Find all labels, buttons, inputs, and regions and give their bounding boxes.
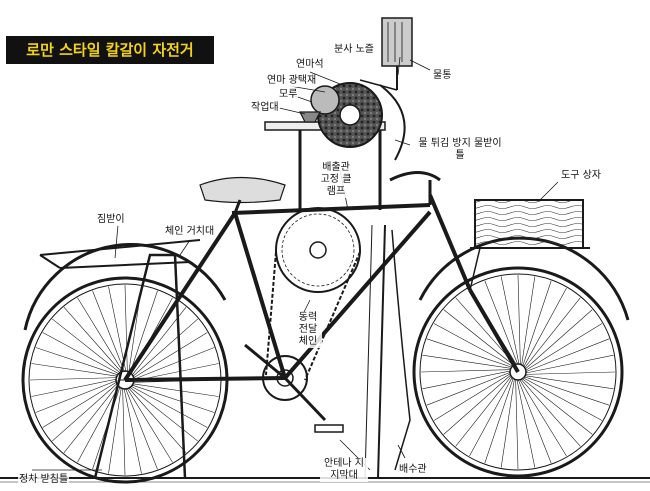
wheel-spoke [524, 297, 581, 368]
label-polish-wheel: 연마 광택재 [266, 75, 318, 87]
wheel-spoke [426, 338, 512, 368]
wheel-spoke [523, 287, 567, 367]
wheel-spoke [525, 354, 614, 374]
wheel-spoke [127, 387, 187, 453]
wheel-spoke [469, 377, 513, 457]
wheel-spoke [42, 381, 118, 428]
wheel-spoke [518, 379, 552, 464]
wheel-spoke [500, 276, 520, 365]
wheel-spoke [525, 375, 614, 390]
wheel-spoke [123, 387, 142, 474]
label-tool-box: 도구 상자 [560, 170, 602, 182]
wheel-spoke [35, 347, 119, 376]
wheel-spoke [484, 378, 514, 464]
wheel-spoke [484, 280, 518, 365]
wheel-spoke [126, 387, 173, 463]
wheel-spoke [522, 280, 552, 366]
wheel-spoke [108, 286, 127, 373]
wheel-spoke [31, 378, 118, 397]
label-grindstone: 연마석 [295, 59, 325, 71]
label-chain-guard: 체인 거치대 [164, 226, 216, 238]
wheel-spoke [443, 374, 511, 435]
wheel-spoke [77, 385, 120, 463]
label-workbench: 작업대 [250, 102, 280, 114]
label-anvil: 모루 [278, 89, 299, 101]
label-splash-guard: 물 튀김 방지 물받이 틀 [414, 138, 506, 162]
wheel-spoke [129, 290, 158, 374]
wheel-spoke [122, 387, 126, 476]
wheel-spoke [29, 377, 118, 381]
wheel-spoke [132, 383, 219, 397]
wheel-spoke [42, 332, 120, 375]
wheel-spoke [132, 318, 198, 378]
wheel-spoke [516, 379, 536, 468]
wheel-spoke [92, 290, 125, 373]
wheel-spoke [433, 373, 511, 421]
wheel-spoke [523, 377, 603, 421]
wheel-spoke [525, 338, 610, 372]
wheel-spoke [31, 363, 118, 377]
wheel-spoke [131, 384, 215, 413]
wheel-spoke [433, 323, 513, 367]
wheel-spoke [525, 323, 603, 371]
label-water-tank: 물통 [432, 70, 453, 82]
front-wheel [412, 266, 624, 478]
wheel-spoke [77, 297, 124, 373]
wheel-spoke [132, 332, 208, 379]
label-nozzle: 분사 노즐 [333, 44, 375, 56]
wheel-spoke [426, 372, 511, 406]
wheel-spoke [520, 379, 581, 447]
label-drain-pipe: 배수관 [398, 464, 428, 476]
wheel-spoke [524, 376, 610, 406]
wheel-spoke [35, 380, 118, 413]
wheel-spoke [525, 309, 593, 370]
wheel-spoke [443, 309, 514, 366]
page-title: 로만 스타일 칼갈이 자전거 [6, 36, 214, 64]
wheel-spoke [422, 370, 511, 390]
wheel-spoke [52, 382, 118, 442]
wheel-spoke [422, 354, 511, 369]
wheel-spoke [515, 379, 519, 470]
wheel-spoke [52, 318, 121, 374]
wheel-spoke [525, 371, 616, 375]
wheel-spoke [132, 347, 215, 380]
wheel-spoke [108, 387, 122, 474]
wheel-spoke [125, 387, 158, 470]
wheel-spoke [519, 379, 567, 457]
wheel-spoke [124, 284, 128, 373]
wheel-spoke [521, 276, 536, 365]
label-antenna: 안테나 지지막대 [320, 458, 368, 482]
wheel-spoke [455, 376, 512, 447]
label-kickstand: 정차 받침틀 [18, 474, 70, 486]
wheel-spoke [522, 378, 593, 435]
label-luggage-rack: 짐받이 [96, 214, 126, 226]
wheel-spoke [130, 385, 208, 428]
wheel-spoke [129, 386, 198, 442]
wheel-spoke [63, 384, 119, 453]
wheel-spoke [517, 274, 521, 365]
label-drain-clamp: 배출관 고정 클램프 [316, 162, 356, 198]
label-drive-chain: 동력 전달 체인 [294, 312, 322, 348]
wheel-spoke [420, 369, 511, 373]
wheel-spoke [63, 307, 123, 373]
wheel-spoke [500, 379, 515, 468]
